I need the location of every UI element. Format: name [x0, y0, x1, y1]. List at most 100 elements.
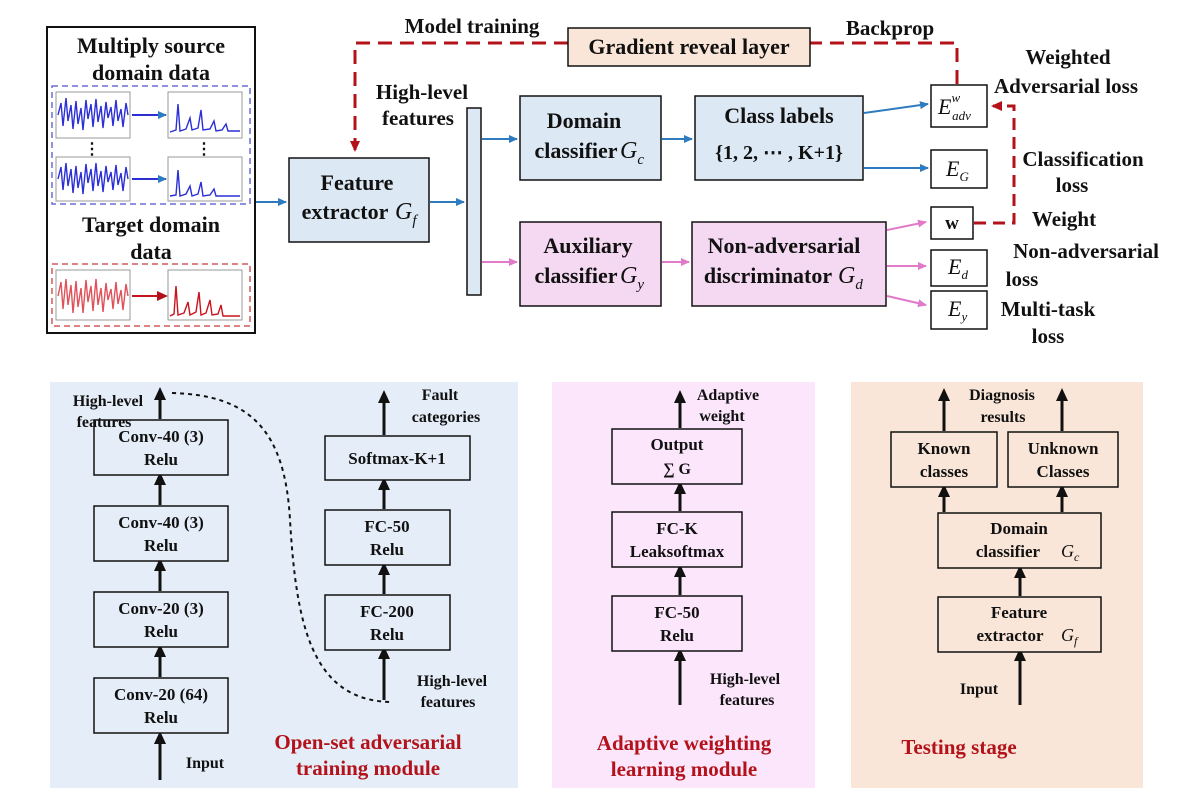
- weight-label: Weight: [1032, 207, 1096, 231]
- m3-known-classes-box: [890, 431, 998, 488]
- m2-title-2: learning module: [611, 757, 757, 781]
- multi-task-loss-symbol: Ey: [947, 296, 967, 324]
- source-signals-frame: [51, 85, 251, 205]
- feature-extractor-label-2: extractor: [302, 199, 389, 224]
- classification-loss-label-2: loss: [1056, 173, 1089, 197]
- m1-conv20-64-label-2: Relu: [144, 708, 178, 727]
- m2-fc50-label-2: Relu: [660, 626, 694, 645]
- m1-input-label: Input: [186, 755, 225, 772]
- domain-classifier-label-2: classifier: [534, 138, 617, 163]
- backprop-path: [350, 41, 568, 152]
- source-spectrum-1-trace: [169, 103, 240, 133]
- non-adversarial-loss-label-2: loss: [1006, 267, 1039, 291]
- auxiliary-classifier-box: [519, 221, 662, 307]
- adversarial-loss-box: [930, 84, 988, 128]
- m2-high-level-features-label-1: High-level: [710, 671, 781, 688]
- gradient-reveal-layer-label: Gradient reveal layer: [588, 34, 789, 59]
- m3-feature-extractor-label-1: Feature: [991, 603, 1048, 622]
- model-training-path: [810, 41, 959, 84]
- weighted-adversarial-loss-label-2: Adversarial loss: [994, 74, 1138, 98]
- m2-fc50-label-1: FC-50: [654, 603, 699, 622]
- non-adversarial-loss-label-1: Non-adversarial: [1013, 239, 1159, 263]
- m2-adaptive-weight-label-1: Adaptive: [697, 387, 759, 404]
- non-adversarial-discriminator-label-2: discriminator: [704, 263, 833, 288]
- m1-fc200-label-1: FC-200: [360, 602, 414, 621]
- high-level-features-bar: [466, 107, 482, 296]
- m1-title-2: training module: [296, 756, 440, 780]
- m1-conv40-3b-label-1: Conv-40 (3): [118, 513, 203, 532]
- m3-known-classes-label-1: Known: [918, 439, 971, 458]
- non-adversarial-loss-symbol: Ed: [947, 254, 968, 282]
- non-adversarial-discriminator-label-1: Non-adversarial: [708, 233, 861, 258]
- m2-high-level-features-label-2: features: [720, 692, 775, 709]
- m3-known-classes-label-2: classes: [920, 462, 969, 481]
- m1-fc50-label-2: Relu: [370, 540, 404, 559]
- class-labels-label-2: {1, 2, ⋯ , K+1}: [715, 142, 843, 164]
- non-adversarial-discriminator-box: [691, 221, 887, 307]
- m1-title-1: Open-set adversarial: [274, 730, 461, 754]
- m2-fck-box: [611, 511, 743, 568]
- weight-feedback-path: [974, 101, 1016, 225]
- m3-domain-classifier-label-2: classifier: [976, 542, 1041, 561]
- model-training-label: Model training: [405, 14, 540, 38]
- m1-conv40-3a-label-2: Relu: [144, 450, 178, 469]
- arrow-discriminator-to-weight: [886, 219, 927, 231]
- high-level-features-label-1: High-level: [376, 80, 468, 104]
- class-labels-label-1: Class labels: [724, 103, 834, 128]
- m1-conv40-3b-label-2: Relu: [144, 536, 178, 555]
- non-adversarial-discriminator-symbol: Gd: [838, 263, 863, 293]
- weight-box: [930, 206, 974, 240]
- gradient-reveal-layer-box: [567, 27, 811, 67]
- m3-feature-extractor-box: [937, 596, 1102, 653]
- m2-adaptive-weight-label-2: weight: [699, 408, 745, 425]
- m1-conv20-3-box: [93, 591, 229, 648]
- feature-extractor-label-1: Feature: [321, 170, 394, 195]
- auxiliary-classifier-label-2: classifier: [534, 263, 617, 288]
- m1-conv20-3-label-1: Conv-20 (3): [118, 599, 203, 618]
- auxiliary-classifier-label-1: Auxiliary: [543, 233, 632, 258]
- source-ellipsis-right: ⋮: [196, 141, 212, 158]
- m1-fault-categories-label-2: categories: [412, 409, 480, 426]
- m3-domain-classifier-symbol: Gc: [1061, 541, 1080, 564]
- feature-extractor-symbol: Gf: [395, 199, 418, 229]
- m3-title: Testing stage: [901, 735, 1016, 759]
- m1-right-high-level-features-label-2: features: [421, 694, 476, 711]
- source-data-label-1: Multiply source: [77, 33, 225, 58]
- m3-input-label: Input: [960, 681, 999, 698]
- m1-softmax-label: Softmax-K+1: [348, 449, 446, 468]
- m1-fc200-label-2: Relu: [370, 625, 404, 644]
- m3-diagnosis-results-label-2: results: [980, 409, 1025, 426]
- m1-conv20-3-label-2: Relu: [144, 622, 178, 641]
- classification-loss-symbol: EG: [945, 156, 969, 184]
- m3-feature-extractor-symbol: Gf: [1061, 625, 1079, 648]
- class-labels-box: [694, 95, 864, 181]
- domain-classifier-symbol: Gc: [620, 138, 644, 168]
- multi-task-loss-label-1: Multi-task: [1001, 297, 1096, 321]
- weighted-adversarial-loss-label-1: Weighted: [1025, 45, 1110, 69]
- m1-fc50-label-1: FC-50: [364, 517, 409, 536]
- m1-fault-categories-label-1: Fault: [422, 387, 459, 404]
- m2-fck-label-2: Leaksoftmax: [630, 542, 725, 561]
- m1-right-high-level-features-label-1: High-level: [417, 673, 488, 690]
- m1-conv40-3b-box: [93, 505, 229, 562]
- auxiliary-classifier-symbol: Gy: [620, 263, 644, 293]
- source-ellipsis-left: ⋮: [84, 141, 100, 158]
- m1-conv20-64-box: [93, 677, 229, 734]
- m1-conv40-3a-label-1: Conv-40 (3): [118, 427, 203, 446]
- source-spectrum-2-trace: [169, 169, 240, 197]
- m3-domain-classifier-label-1: Domain: [990, 519, 1048, 538]
- m1-dotted-connection: [171, 392, 391, 703]
- backprop-label: Backprop: [846, 16, 934, 40]
- m3-feature-extractor-label-2: extractor: [976, 626, 1043, 645]
- weight-box-label: w: [945, 213, 959, 234]
- classification-loss-label-1: Classification: [1022, 147, 1144, 171]
- target-data-label-1: Target domain: [82, 212, 220, 237]
- m2-output-box: [611, 428, 743, 485]
- m2-output-formula: ∑ G: [663, 461, 691, 478]
- m3-diagnosis-results-label-1: Diagnosis: [969, 387, 1035, 404]
- source-signal-2-trace: [57, 162, 129, 195]
- m2-title-1: Adaptive weighting: [597, 731, 772, 755]
- m3-domain-classifier-box: [937, 512, 1102, 569]
